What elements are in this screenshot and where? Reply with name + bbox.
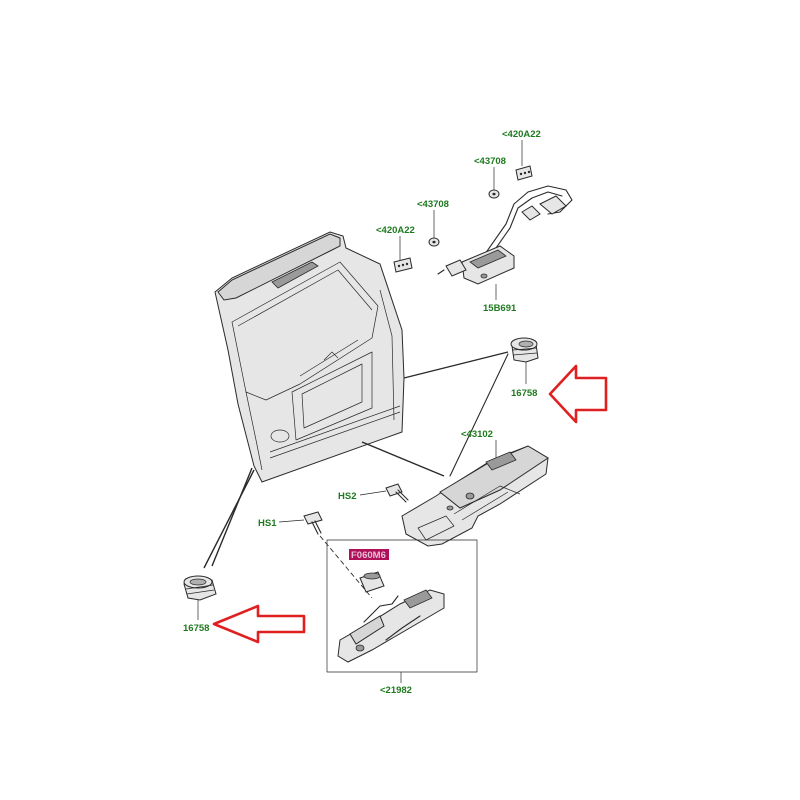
label-hs1: HS1 — [258, 518, 277, 529]
dashed-leader — [319, 535, 373, 599]
bolt-hs1 — [303, 511, 323, 535]
release-switch-assembly — [337, 571, 445, 663]
red-arrow-left-icon — [212, 604, 306, 644]
nut-43708-top — [488, 189, 500, 199]
camera-wiring-assembly — [437, 185, 573, 285]
label-leaders — [197, 140, 527, 683]
nut-43708-mid — [428, 237, 440, 247]
bump-stop-right — [510, 337, 539, 363]
label-43708-mid: <43708 — [417, 199, 449, 210]
highlight-box — [349, 549, 389, 560]
subassembly-box — [326, 539, 478, 673]
bump-stop-left — [183, 575, 217, 601]
label-420a22-left: <420A22 — [376, 225, 415, 236]
label-43708-top: <43708 — [474, 156, 506, 167]
label-15b691: 15B691 — [483, 303, 517, 314]
clip-420a22-top — [515, 165, 533, 181]
label-hs2: HS2 — [338, 491, 356, 502]
tailgate — [214, 231, 405, 483]
latch-actuator — [401, 445, 549, 547]
label-420a22-top: <420A22 — [502, 129, 541, 140]
clip-420a22-left — [393, 257, 413, 273]
label-16758-right: 16758 — [511, 388, 537, 399]
bolt-hs2 — [385, 483, 409, 503]
label-21982: <21982 — [380, 685, 412, 696]
leader-lines — [203, 351, 509, 569]
label-43102: <43102 — [461, 429, 493, 440]
label-highlight-part: F060M6 — [351, 550, 386, 561]
red-arrow-right-icon — [548, 364, 608, 424]
callout-labels: <420A22 <43708 <43708 <420A22 15B691 167… — [183, 129, 541, 696]
label-16758-left: 16758 — [183, 623, 209, 634]
